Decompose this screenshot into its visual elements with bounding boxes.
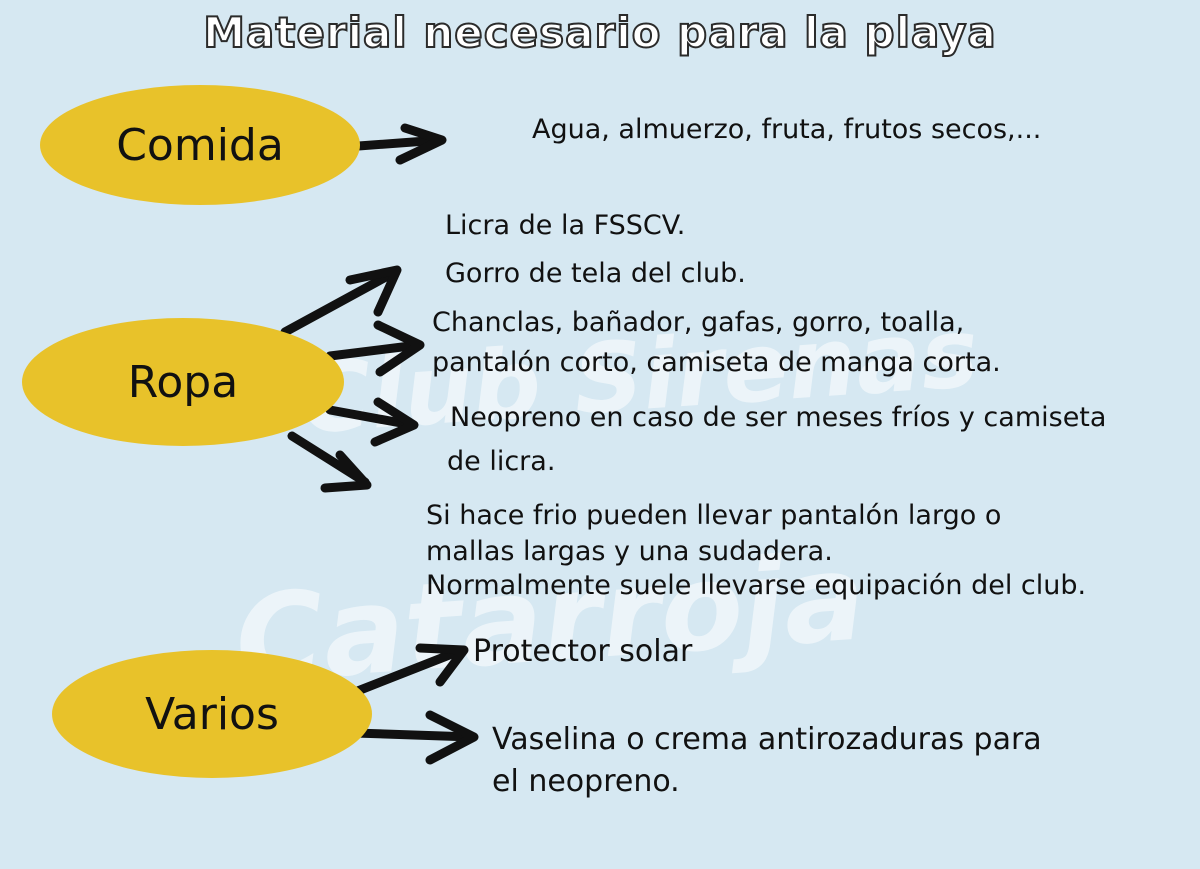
item-comida-1: Agua, almuerzo, fruta, frutos secos,... <box>532 114 1042 145</box>
item-ropa-5-line-1: Si hace frio pueden llevar pantalón larg… <box>426 500 1002 531</box>
item-ropa-2: Gorro de tela del club. <box>445 258 746 289</box>
item-varios-2-line-2: el neopreno. <box>492 764 680 799</box>
category-comida: Comida <box>40 85 360 205</box>
item-ropa-3-line-2: pantalón corto, camiseta de manga corta. <box>432 347 1001 378</box>
arrow-varios-2 <box>350 710 479 765</box>
page-title: Material necesario para la playa <box>202 7 997 58</box>
arrow-varios-1 <box>345 643 469 699</box>
arrow-ropa-4 <box>287 431 372 493</box>
arrow-ropa-2 <box>325 320 425 377</box>
item-ropa-5-line-3: Normalmente suele llevarse equipación de… <box>426 570 1087 601</box>
arrow-comida <box>340 123 447 165</box>
item-varios-1: Protector solar <box>473 634 693 669</box>
item-ropa-4-line-2: de licra. <box>447 446 556 477</box>
item-ropa-5-line-2: mallas largas y una sudadera. <box>426 536 833 567</box>
item-varios-2-line-1: Vaselina o crema antirozaduras para <box>492 722 1042 757</box>
item-ropa-4-line-1: Neopreno en caso de ser meses fríos y ca… <box>450 402 1107 433</box>
item-ropa-3-line-1: Chanclas, bañador, gafas, gorro, toalla, <box>432 307 965 338</box>
item-ropa-1: Licra de la FSSCV. <box>445 210 686 241</box>
arrow-ropa-1 <box>280 265 402 337</box>
arrow-ropa-3 <box>325 397 419 447</box>
category-varios: Varios <box>52 650 372 778</box>
category-ropa: Ropa <box>22 318 344 446</box>
